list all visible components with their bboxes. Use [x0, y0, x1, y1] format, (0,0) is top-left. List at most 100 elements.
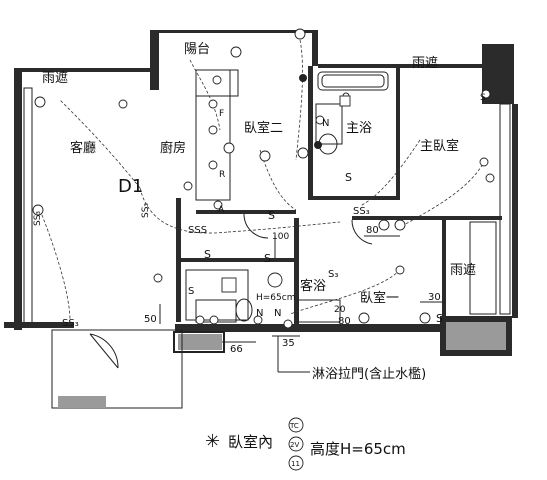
tag-ss3-living: SS₃ — [33, 211, 43, 226]
canopy-top-right-wall — [318, 64, 494, 68]
bottom-column-left — [178, 334, 222, 350]
walls — [4, 30, 518, 409]
tag-s: S — [268, 209, 275, 222]
legend-11-symbol — [288, 455, 304, 471]
tag-a: A — [218, 205, 225, 215]
light-symbol — [485, 173, 495, 183]
tag-n: N — [256, 308, 263, 319]
light-symbol — [395, 265, 405, 275]
tag-r: R — [219, 170, 225, 180]
wiring — [39, 39, 486, 321]
bathtub — [317, 71, 389, 91]
light-symbol — [259, 150, 271, 162]
symbols — [32, 28, 495, 329]
canopy-right-wall — [442, 218, 446, 318]
tag-s: S — [480, 93, 486, 103]
light-symbol — [208, 125, 218, 135]
wire-living-1 — [59, 99, 141, 189]
socket-symbol — [230, 46, 242, 58]
light-symbol — [212, 75, 222, 85]
living-left-wall — [14, 68, 22, 330]
legend-star: ✳ — [205, 431, 220, 452]
socket-symbol — [209, 315, 219, 325]
wire-corridor — [227, 221, 341, 233]
foyer-top-wall — [4, 322, 74, 328]
bottom-wall-baths — [175, 324, 440, 332]
canopy-left-wall — [14, 68, 154, 72]
annotations: 淋浴拉門(含止水檻) ✳ 臥室內 TC 2V 11 高度H=65cm — [205, 366, 426, 471]
main-bath-vanity — [315, 103, 343, 145]
socket-symbol — [358, 312, 370, 324]
foyer-cabinet — [58, 396, 106, 408]
tag-n: N — [322, 118, 329, 129]
wire-master-2 — [401, 159, 486, 227]
tag-tc-height: H=65cm — [256, 293, 295, 303]
living-window — [23, 87, 33, 325]
light-symbol — [481, 89, 491, 99]
light-symbol — [34, 96, 46, 108]
tag-ss3-left: SS₃ — [141, 203, 151, 218]
light-symbol — [183, 181, 193, 191]
socket-symbol — [195, 315, 205, 325]
tag-ss3-bottom-left: SS₃ — [62, 318, 79, 329]
room-label-canopy-left: 雨遮 — [42, 70, 68, 86]
right-outer-wall — [512, 104, 518, 318]
bedroom-one-top-wall — [352, 216, 502, 220]
room-label-bedroom-one: 臥室一 — [360, 290, 399, 306]
socket-symbol — [223, 142, 235, 154]
legend-tc-symbol — [288, 417, 304, 433]
main-bath-right-wall — [396, 66, 400, 200]
legend-text: 臥室內 — [228, 433, 273, 451]
canopy-right-rail — [469, 221, 497, 315]
balcony-right-wall — [312, 32, 318, 66]
heater-symbol — [221, 277, 237, 293]
tag-s: S — [188, 286, 194, 297]
guest-shower — [185, 269, 249, 321]
symbol-tags: D1 SSS SS₃ SS₃ SS₃ SS₃ S₃ S S S S S S S … — [33, 93, 486, 329]
light-symbol — [208, 160, 218, 170]
entry-door-swing — [89, 333, 119, 369]
dimension-labels: 100 80 50 66 35 20 80 30 — [144, 225, 441, 355]
light-symbol — [118, 99, 128, 109]
tag-s3-guest: S₃ — [328, 269, 338, 280]
bottom-right-column-fill — [446, 322, 506, 350]
dim-80-bottom: 80 — [338, 316, 351, 327]
room-label-master-bedroom: 主臥室 — [420, 138, 459, 154]
dim-35: 35 — [282, 338, 295, 349]
socket-symbol — [283, 319, 293, 329]
room-labels: 陽台 雨遮 雨遮 雨遮 客廳 廚房 臥室二 主浴 主臥室 客浴 臥室一 — [42, 42, 476, 306]
wire-master — [359, 139, 421, 207]
corridor-wall — [196, 210, 296, 214]
room-label-canopy-top-right: 雨遮 — [412, 55, 438, 71]
tag-sss: SSS — [188, 225, 207, 236]
wire-balcony-2 — [295, 39, 303, 161]
socket-symbol — [32, 204, 44, 216]
entry-door-leaf — [89, 333, 119, 369]
foyer-outline — [51, 329, 183, 409]
wire-bedroom-one — [289, 269, 401, 315]
dimension-lines — [159, 235, 445, 373]
tag-s: S — [345, 171, 352, 184]
main-bath-left-wall — [308, 66, 313, 198]
light-symbol — [315, 115, 325, 125]
room-label-balcony: 陽台 — [184, 42, 210, 57]
dim-100: 100 — [272, 232, 289, 242]
wire-living-2 — [39, 209, 71, 321]
legend-tc-label: TC — [289, 422, 299, 430]
tag-d1: D1 — [118, 176, 143, 197]
room-label-canopy-right: 雨遮 — [450, 262, 476, 278]
guest-toilet — [235, 298, 253, 322]
room-label-living-room: 客廳 — [70, 140, 96, 156]
light-symbol — [153, 273, 163, 283]
wire-balcony — [189, 59, 221, 131]
socket-symbol — [297, 147, 309, 159]
tag-n: N — [274, 308, 281, 319]
socket-symbol — [253, 315, 263, 325]
light-symbol — [208, 99, 218, 109]
guest-bath-right-wall — [294, 218, 299, 324]
tag-f: F — [219, 109, 224, 119]
top-right-column-cap — [488, 44, 512, 46]
room-label-guest-bath: 客浴 — [300, 278, 326, 294]
